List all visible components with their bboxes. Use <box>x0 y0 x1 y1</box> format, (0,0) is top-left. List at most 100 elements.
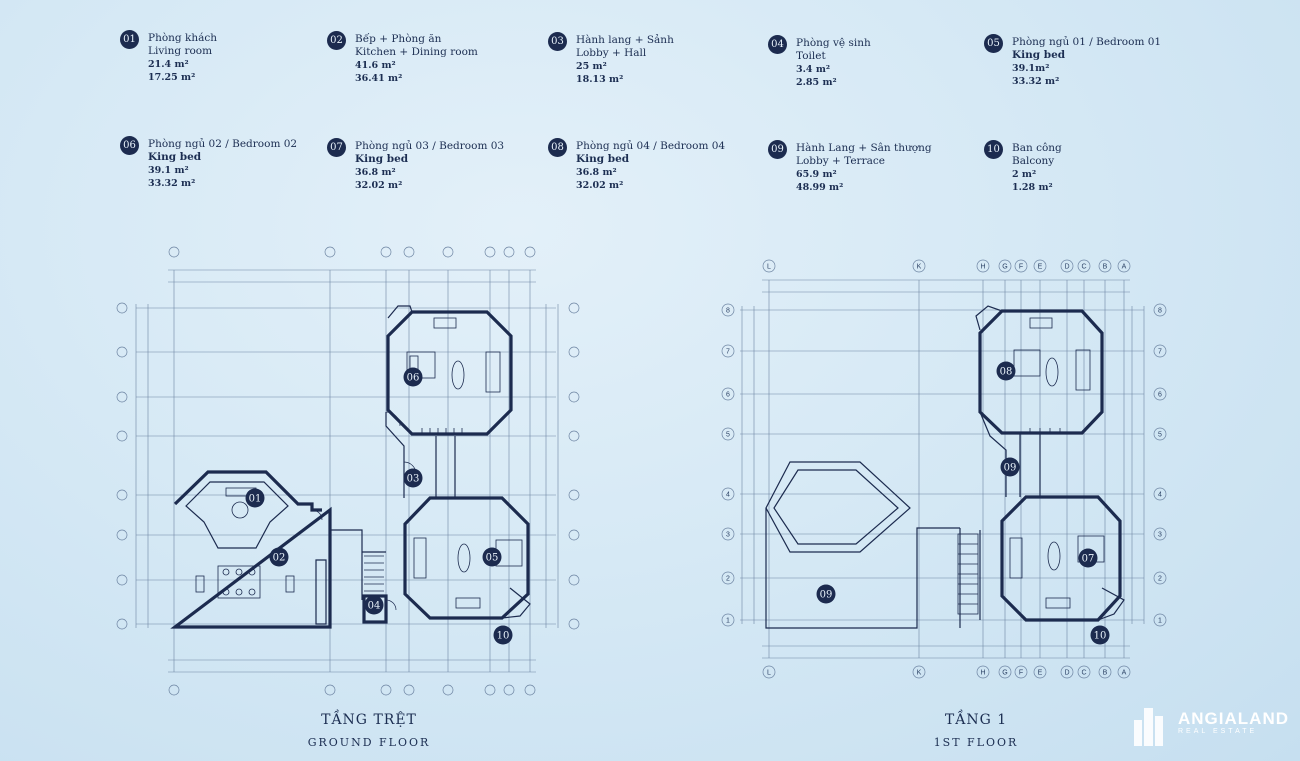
axis-label: F <box>1019 264 1023 271</box>
axis-bubble-bottom-B: B <box>1098 665 1112 679</box>
axis-bubble-left-8: 8 <box>721 303 735 317</box>
axis-bubble-top-D: D <box>1060 259 1074 273</box>
axis-label: D <box>1064 264 1069 271</box>
axis-bubble-top-H: H <box>976 259 990 273</box>
ground-floor-caption: TẦNG TRỆT GROUND FLOOR <box>219 712 519 749</box>
marker-label: 02 <box>273 553 286 564</box>
marker-label: 05 <box>486 553 499 564</box>
ground-floor-marker-05: 05 <box>482 547 502 567</box>
brand-logo: ANGIALAND REAL ESTATE <box>1178 709 1289 735</box>
room-area-net: 32.02 m² <box>576 180 624 191</box>
axis-label: 1 <box>726 618 730 625</box>
marker-label: 10 <box>1094 631 1107 642</box>
room-area-net: 48.99 m² <box>796 182 844 193</box>
room-number-badge: 01 <box>120 30 139 49</box>
axis-bubble-right-4: 4 <box>1153 487 1167 501</box>
axis-label: 3 <box>726 532 730 539</box>
room-name-vi: Phòng ngủ 04 / Bedroom 04 <box>576 140 726 152</box>
axis-bubble-right-6: 6 <box>1153 387 1167 401</box>
ground-floor-plan <box>116 246 580 696</box>
room-area-gross: 39.1m² <box>1012 63 1050 74</box>
room-area-net: 2.85 m² <box>796 77 837 88</box>
room-area-gross: 2 m² <box>1012 169 1037 180</box>
ground-floor-marker-03: 03 <box>403 468 423 488</box>
axis-bubble-left-6: 6 <box>721 387 735 401</box>
axis-label: 7 <box>726 349 730 356</box>
first-floor-marker-10: 10 <box>1090 625 1110 645</box>
room-area-gross: 36.8 m² <box>576 167 617 178</box>
axis-label: A <box>1122 264 1127 271</box>
axis-label: K <box>917 670 922 677</box>
room-number-badge: 09 <box>768 140 787 159</box>
axis-bubble-bottom-G: G <box>998 665 1012 679</box>
first-floor-plan <box>740 279 1145 659</box>
axis-bubble-right-3: 3 <box>1153 527 1167 541</box>
axis-label: E <box>1038 264 1043 271</box>
first-floor-marker-09: 09 <box>816 584 836 604</box>
axis-bubble-left-5: 5 <box>721 427 735 441</box>
ground-floor-doors <box>311 411 417 611</box>
axis-bubble-top-L: L <box>762 259 776 273</box>
room-number-badge: 08 <box>548 138 567 157</box>
axis-bubble-bottom-C: C <box>1077 665 1091 679</box>
ground-floor-stairs <box>364 428 463 592</box>
room-name-en: Lobby + Hall <box>576 47 647 59</box>
axis-label: 5 <box>1158 432 1162 439</box>
room-name-vi: Hành lang + Sảnh <box>576 34 674 46</box>
first-floor-stairs <box>957 428 1061 615</box>
room-number-badge: 04 <box>768 35 787 54</box>
axis-bubble-bottom-A: A <box>1117 665 1131 679</box>
axis-label: 8 <box>726 308 730 315</box>
room-name-vi: Bếp + Phòng ăn <box>355 33 442 45</box>
axis-label: E <box>1038 670 1043 677</box>
axis-label: A <box>1122 670 1127 677</box>
axis-label: B <box>1103 670 1108 677</box>
first-floor-thin-walls <box>765 305 1125 629</box>
axis-label: 8 <box>1158 308 1162 315</box>
ground-floor-axis-bubbles <box>116 246 580 696</box>
ground-floor-thin-walls <box>185 305 531 625</box>
room-name-vi: Phòng ngủ 03 / Bedroom 03 <box>355 140 505 152</box>
axis-bubble-bottom-D: D <box>1060 665 1074 679</box>
axis-bubble-bottom-E: E <box>1033 665 1047 679</box>
axis-bubble-top-E: E <box>1033 259 1047 273</box>
axis-label: G <box>1002 670 1007 677</box>
axis-label: 5 <box>726 432 730 439</box>
axis-label: C <box>1081 264 1086 271</box>
axis-label: F <box>1019 670 1023 677</box>
marker-label: 06 <box>407 373 420 384</box>
axis-label: C <box>1081 670 1086 677</box>
axis-label: 4 <box>726 492 730 499</box>
building-logo-icon <box>1134 708 1163 746</box>
room-name-en: Toilet <box>796 50 826 62</box>
ground-floor-marker-02: 02 <box>269 547 289 567</box>
axis-label: 6 <box>1158 392 1162 399</box>
room-area-gross: 25 m² <box>576 61 607 72</box>
ground-floor-marker-04: 04 <box>364 595 384 615</box>
marker-label: 09 <box>1004 463 1017 474</box>
room-name-en: Lobby + Terrace <box>796 155 885 167</box>
axis-bubble-left-7: 7 <box>721 344 735 358</box>
room-area-net: 17.25 m² <box>148 72 196 83</box>
room-name-en: Living room <box>148 45 213 57</box>
room-area-net: 33.32 m² <box>148 178 196 189</box>
axis-bubble-top-G: G <box>998 259 1012 273</box>
axis-bubble-top-K: K <box>912 259 926 273</box>
axis-bubble-bottom-F: F <box>1014 665 1028 679</box>
axis-label: D <box>1064 670 1069 677</box>
axis-bubble-left-2: 2 <box>721 571 735 585</box>
room-bed-type: King bed <box>355 153 409 165</box>
ground-floor-title: TẦNG TRỆT <box>321 712 417 728</box>
axis-bubble-top-B: B <box>1098 259 1112 273</box>
room-bed-type: King bed <box>148 151 202 163</box>
axis-bubble-right-2: 2 <box>1153 571 1167 585</box>
axis-bubble-left-4: 4 <box>721 487 735 501</box>
